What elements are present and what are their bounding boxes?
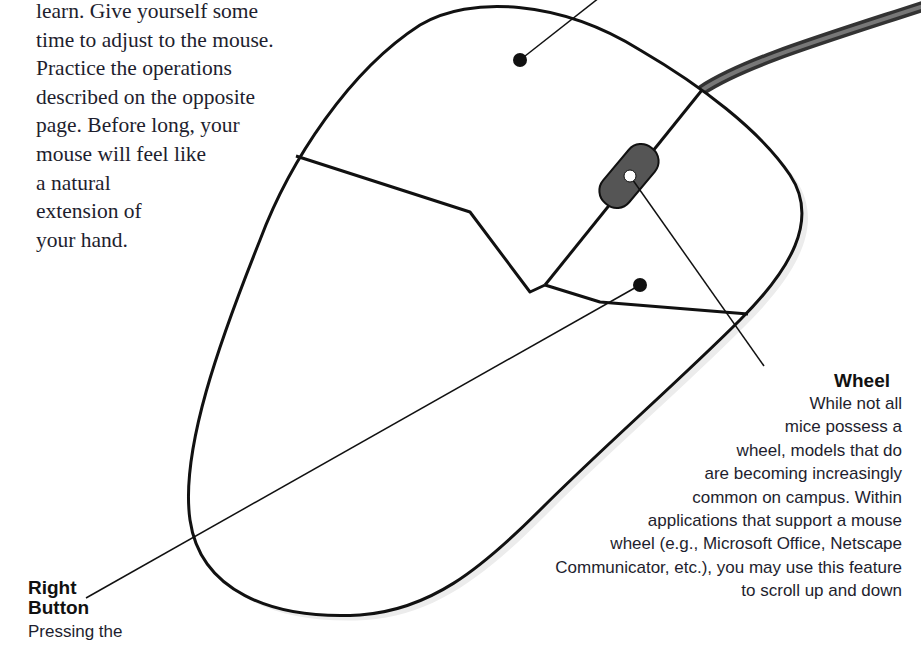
leader-line xyxy=(630,176,764,366)
callout-dot xyxy=(633,278,647,292)
part-description: Pressing the xyxy=(28,621,168,643)
wheel-callout: WheelWhile not all mice possess a wheel,… xyxy=(440,370,902,650)
intro-paragraph: learn. Give yourself some time to adjust… xyxy=(36,0,288,254)
part-name: Wheel xyxy=(440,370,902,392)
callout-dot xyxy=(624,170,636,182)
leader-line xyxy=(86,285,640,598)
mouse-cable xyxy=(702,4,921,90)
button-edge-left xyxy=(296,156,545,292)
button-divider xyxy=(545,90,702,285)
cable-highlight xyxy=(702,4,921,90)
part-description: While not all mice possess a wheel, mode… xyxy=(440,392,902,603)
intro-block: learn. Give yourself some time to adjust… xyxy=(36,0,288,217)
part-name: Right Button xyxy=(28,578,104,618)
scroll-wheel xyxy=(593,137,665,214)
callout-dot xyxy=(513,53,527,67)
leader-line xyxy=(520,0,604,60)
